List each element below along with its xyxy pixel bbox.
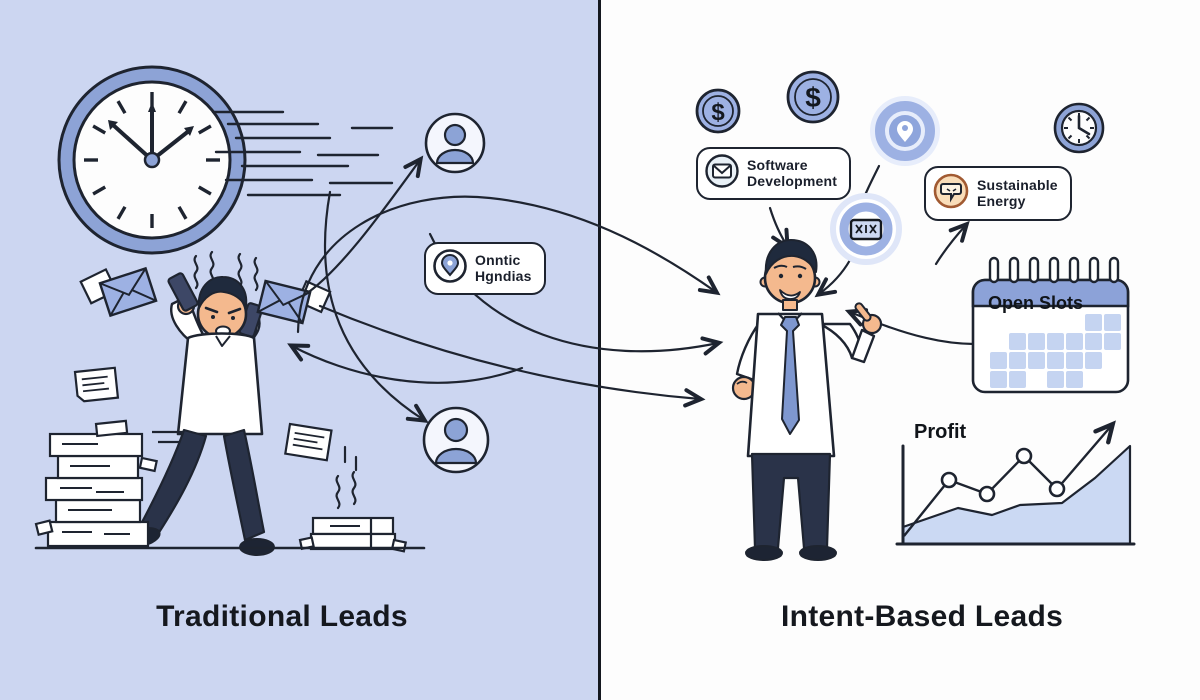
onntic-line2: Hgndias (475, 267, 532, 284)
speech-bubble-icon (933, 173, 969, 214)
software-line1: Software (747, 156, 808, 173)
dollar-coin-icon: $ (695, 88, 741, 134)
steam-squiggles (335, 445, 358, 510)
code-badge-icon (830, 193, 902, 265)
sustainable-line2: Energy (977, 192, 1026, 209)
calendar-icon (971, 256, 1130, 394)
wall-clock-icon (57, 65, 247, 255)
sustainable-line1: Sustainable (977, 176, 1058, 193)
sustainable-label: Sustainable Energy (977, 176, 1058, 209)
confident-salesman (731, 239, 883, 561)
intent-based-leads-title: Intent-Based Leads (780, 600, 1064, 633)
loose-paper (73, 366, 120, 403)
target-pin-icon (870, 96, 940, 166)
lead-flow-arrows (287, 155, 1010, 423)
pointing-hand (854, 302, 883, 335)
paper-stack-large (34, 419, 184, 548)
calendar-title: Open Slots (988, 293, 1084, 313)
software-line2: Development (747, 172, 838, 189)
speed-lines (211, 110, 394, 197)
onntic-label-box: Onntic Hgndias (424, 242, 546, 295)
person-icon (422, 406, 490, 474)
loose-paper (284, 422, 333, 462)
svg-text:$: $ (805, 82, 821, 113)
person-icon (424, 112, 486, 174)
profit-chart (895, 420, 1136, 546)
envelope-icon (705, 154, 739, 193)
dollar-coin-icon: $ (786, 70, 840, 124)
sustainable-label-box: Sustainable Energy (924, 166, 1072, 221)
onntic-line1: Onntic (475, 251, 521, 268)
panel-divider (598, 0, 601, 700)
software-label-box: Software Development (696, 147, 852, 200)
small-clock-icon (1053, 102, 1105, 154)
traditional-leads-title: Traditional Leads (156, 600, 408, 633)
calendar-slot-grid (990, 314, 1121, 388)
software-label: Software Development (747, 156, 838, 189)
profit-chart-label: Profit (914, 421, 967, 443)
flying-envelope-left (79, 266, 158, 318)
profit-area (901, 444, 1132, 546)
stressed-salesman (127, 250, 275, 556)
svg-text:$: $ (711, 99, 725, 126)
onntic-label: Onntic Hgndias (475, 251, 532, 284)
profit-line (903, 420, 1116, 537)
location-pin-icon (433, 249, 467, 288)
flying-envelope-right (256, 279, 332, 325)
profit-markers (940, 447, 1066, 503)
paper-stack-small (298, 516, 408, 553)
